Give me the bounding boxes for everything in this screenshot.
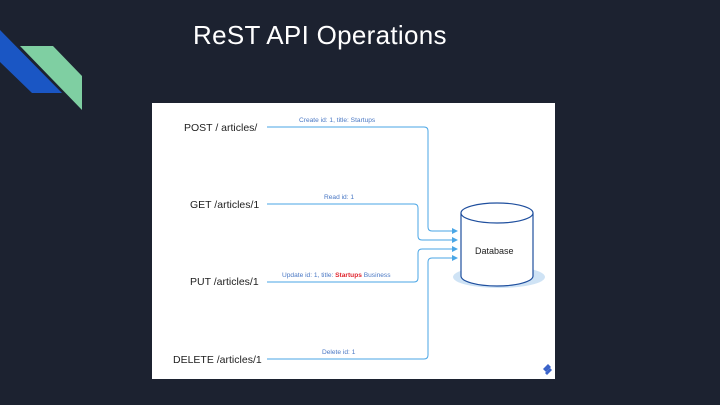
edge-label-update: Update id: 1, title: Startups Business	[282, 272, 391, 279]
op-label-delete: DELETE /articles/1	[173, 354, 262, 366]
edge-label-create: Create id: 1, title: Startups	[299, 117, 376, 124]
brand-logo-icon	[543, 364, 552, 375]
edge-label-update-prefix: Update id: 1, title:	[282, 272, 335, 279]
corner-decoration	[0, 30, 82, 110]
database-label: Database	[475, 246, 514, 256]
rest-diagram: POST / articles/ GET /articles/1 PUT /ar…	[152, 103, 555, 379]
edge-label-read: Read id: 1	[324, 194, 354, 201]
deco-green-stripe	[20, 46, 82, 110]
deco-blue-stripe	[0, 30, 62, 93]
arrowhead-post	[452, 228, 458, 234]
op-label-put: PUT /articles/1	[190, 276, 259, 288]
database-top	[460, 202, 534, 224]
diagram-canvas: POST / articles/ GET /articles/1 PUT /ar…	[173, 117, 552, 375]
connector-delete	[267, 257, 452, 360]
arrowhead-delete	[452, 255, 458, 261]
edge-label-update-suffix: Business	[362, 272, 391, 279]
slide-title: ReST API Operations	[193, 20, 447, 50]
connector-put	[267, 248, 452, 283]
connector-post	[267, 126, 452, 232]
database-icon	[453, 202, 545, 288]
database-body	[460, 213, 534, 287]
op-label-post: POST / articles/	[184, 122, 257, 134]
op-label-get: GET /articles/1	[190, 199, 259, 211]
edge-label-update-highlight: Startups	[335, 272, 362, 279]
arrowhead-put	[452, 246, 458, 252]
connector-get	[267, 203, 452, 241]
edge-label-delete: Delete id: 1	[322, 349, 356, 356]
arrowhead-get	[452, 237, 458, 243]
